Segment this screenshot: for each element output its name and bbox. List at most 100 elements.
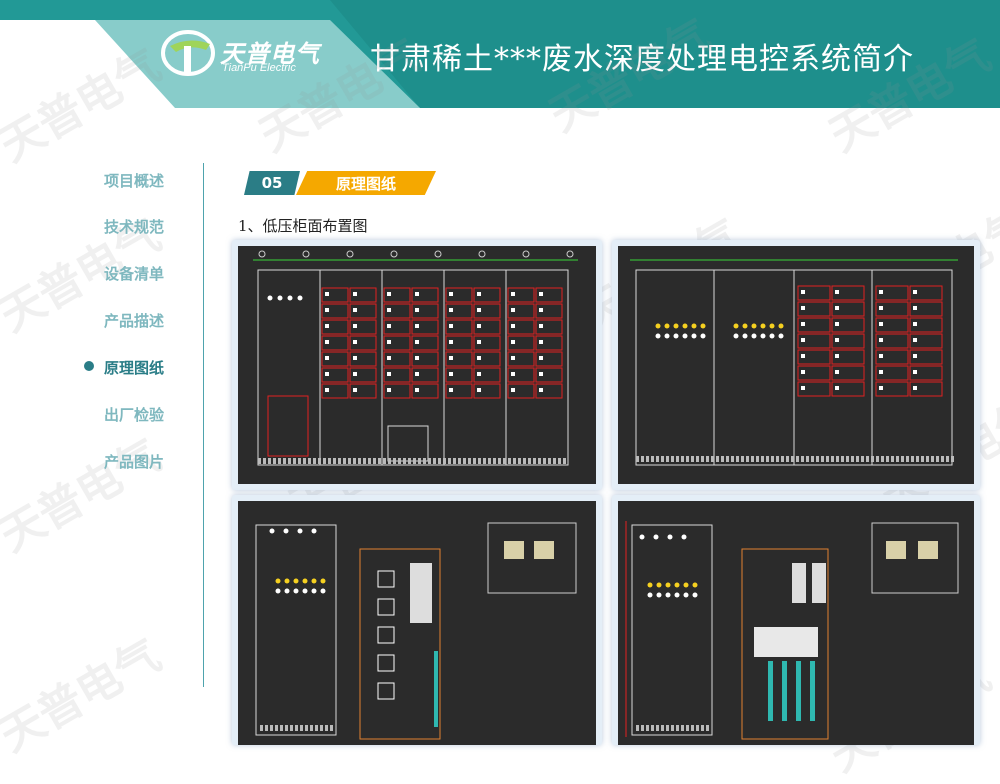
drawer-unit (349, 335, 377, 351)
drawer-unit (321, 351, 349, 367)
vent-slot (676, 725, 679, 731)
drawer-handle (835, 338, 839, 342)
vent-slot (448, 458, 451, 464)
drawer-unit (875, 301, 909, 317)
mounting-plate (741, 548, 829, 740)
drawer-unit (797, 285, 831, 301)
vent-slot (458, 458, 461, 464)
vent-slot (861, 456, 864, 462)
indicator-lamp (692, 582, 698, 588)
cad-drawing-1 (238, 246, 596, 484)
inverter-unit (792, 563, 806, 603)
vent-slot (771, 456, 774, 462)
drawer-handle (913, 290, 917, 294)
drawer-handle (415, 292, 419, 296)
vent-slot (946, 456, 949, 462)
drawer-unit (383, 383, 411, 399)
cabinet-outline (631, 524, 713, 736)
drawer-handle (477, 372, 481, 376)
cad-drawing-2 (618, 246, 974, 484)
vent-slot (438, 458, 441, 464)
drawer-unit (875, 349, 909, 365)
vent-slot (308, 458, 311, 464)
vent-slot (671, 725, 674, 731)
drawer-unit (411, 335, 439, 351)
vent-slot (726, 456, 729, 462)
nav-item-product-desc[interactable]: 产品描述 (104, 312, 165, 330)
vent-slot (373, 458, 376, 464)
indicator-lamp (665, 582, 671, 588)
nav-item-photos[interactable]: 产品图片 (104, 453, 165, 471)
drawer-handle (477, 388, 481, 392)
inverter-unit (812, 563, 826, 603)
drawing-panel-1 (232, 240, 602, 490)
indicator-lamp (655, 323, 661, 329)
indicator-lamp (293, 578, 299, 584)
indicator-lamp (751, 333, 757, 339)
indicator-lamp (742, 323, 748, 329)
drawer-handle (835, 370, 839, 374)
drawer-unit (349, 319, 377, 335)
cad-background (618, 246, 974, 484)
lifting-eye (346, 250, 354, 258)
logo-english-name: TianPu Electric (222, 62, 296, 74)
drawer-handle (835, 386, 839, 390)
vent-slot (388, 458, 391, 464)
drawer-unit (473, 335, 501, 351)
drawer-handle (449, 356, 453, 360)
drawer-handle (415, 388, 419, 392)
vent-slot (508, 458, 511, 464)
vent-slot (383, 458, 386, 464)
indicator-lamp (647, 582, 653, 588)
drawer-unit (411, 287, 439, 303)
indicator-lamp (302, 588, 308, 594)
drawer-handle (449, 372, 453, 376)
drawer-unit (535, 383, 563, 399)
vent-slot (811, 456, 814, 462)
active-bullet-icon (84, 361, 94, 371)
vent-slot (315, 725, 318, 731)
vent-slot (258, 458, 261, 464)
vent-slot (513, 458, 516, 464)
vent-slot (691, 725, 694, 731)
indicator-lamp (297, 295, 303, 301)
indicator-lamp (283, 528, 289, 534)
indicator-lamp (751, 323, 757, 329)
vent-slot (661, 725, 664, 731)
vent-slot (706, 456, 709, 462)
nav-item-inspection[interactable]: 出厂检验 (104, 406, 165, 424)
nav-item-spec[interactable]: 技术规范 (104, 218, 165, 236)
drawer-handle (801, 386, 805, 390)
indicator-lamp (682, 333, 688, 339)
watermark: 天普电气 (0, 429, 170, 562)
vent-slot (280, 725, 283, 731)
vent-slot (303, 458, 306, 464)
vent-slot (806, 456, 809, 462)
drawer-unit (831, 317, 865, 333)
nav-item-overview[interactable]: 项目概述 (104, 172, 165, 190)
vent-slot (756, 456, 759, 462)
vent-slot (796, 456, 799, 462)
fan-filter (534, 541, 554, 559)
logo-emblem-icon (161, 30, 215, 76)
section-number-badge: 05 (244, 171, 300, 195)
indicator-lamp (769, 333, 775, 339)
drawer-unit (875, 333, 909, 349)
drawer-unit (831, 333, 865, 349)
indicator-lamp (311, 578, 317, 584)
breaker (377, 654, 395, 672)
drawer-unit (507, 335, 535, 351)
vent-slot (781, 456, 784, 462)
nav-item-equipment[interactable]: 设备清单 (104, 265, 165, 283)
drawer-unit (321, 383, 349, 399)
vent-slot (836, 456, 839, 462)
vent-slot (358, 458, 361, 464)
vent-slot (876, 456, 879, 462)
breaker (377, 682, 395, 700)
drawer-handle (511, 292, 515, 296)
vent-slot (841, 456, 844, 462)
drawer-handle (835, 354, 839, 358)
drawer-unit (507, 303, 535, 319)
nav-item-schematics[interactable]: 原理图纸 (104, 359, 165, 377)
drawer-handle (387, 372, 391, 376)
